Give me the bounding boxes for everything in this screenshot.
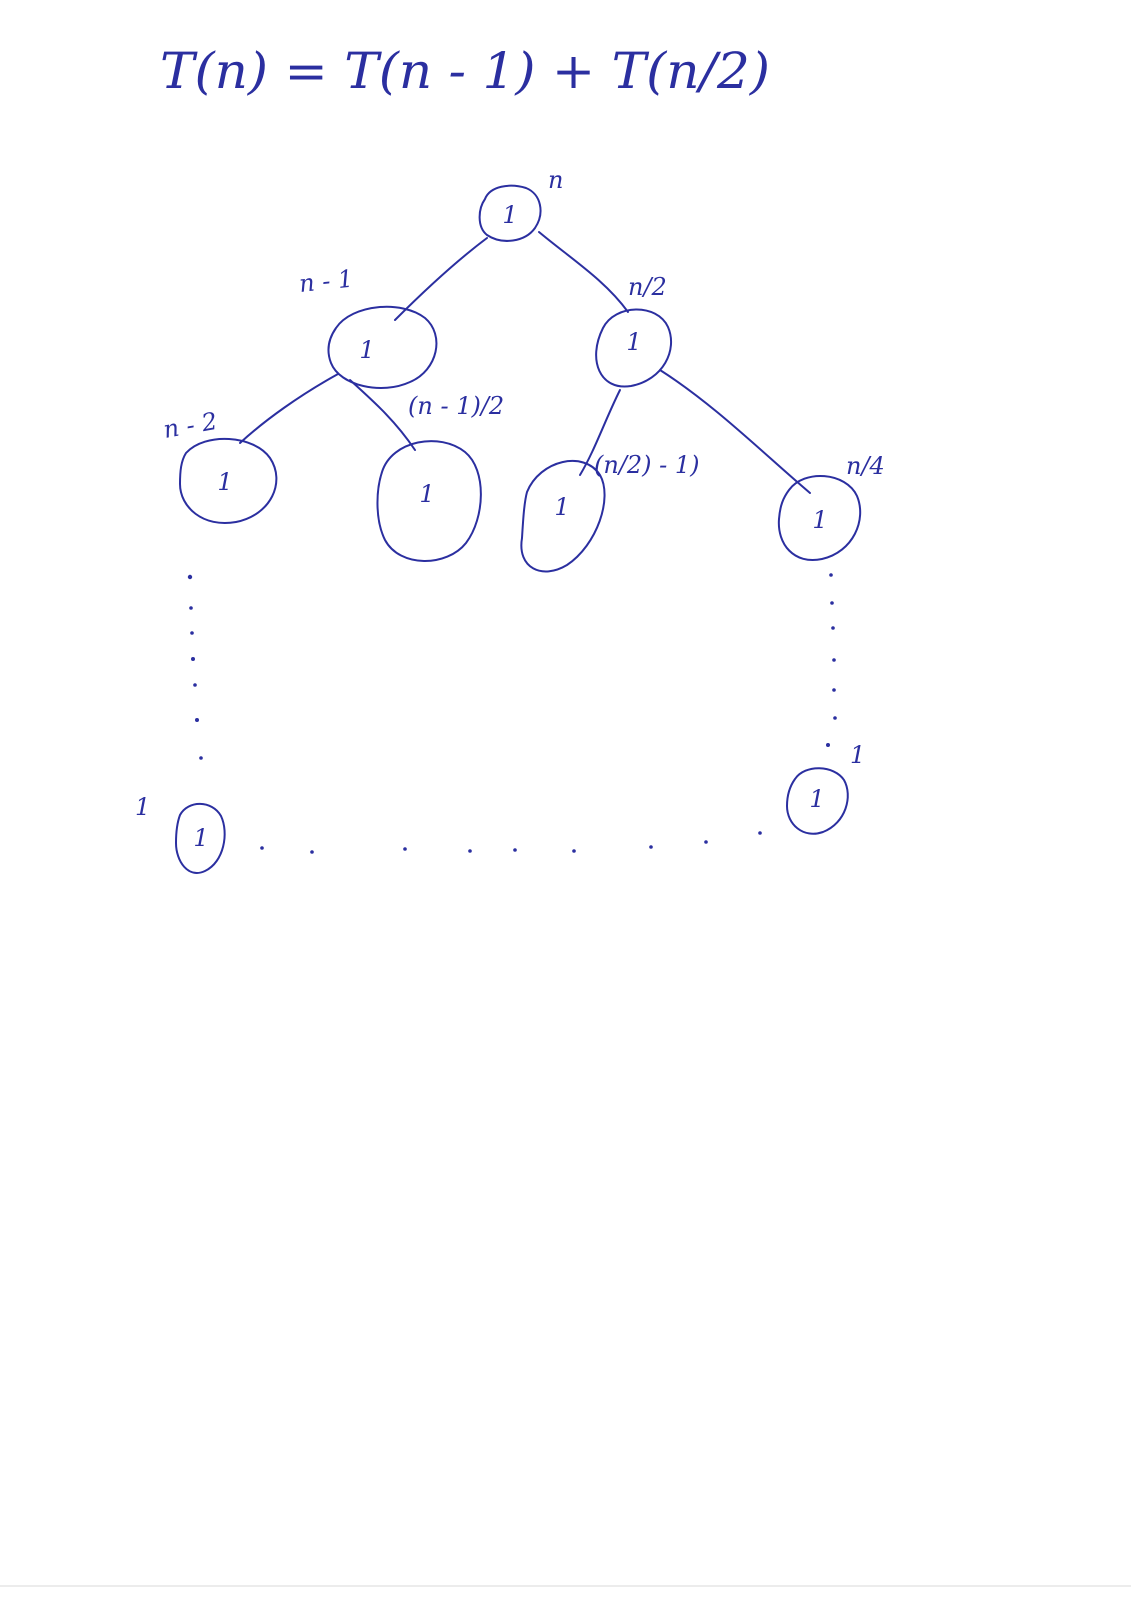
label-root: n — [548, 166, 563, 194]
svg-text:1: 1 — [554, 493, 569, 521]
dotted-left-column — [187, 574, 203, 760]
edge-right-right-right — [659, 369, 811, 494]
node-bottom-right: 1 — [786, 767, 849, 835]
label-left: n - 1 — [298, 264, 355, 298]
recurrence-formula: T(n) = T(n - 1) + T(n/2) — [160, 42, 770, 100]
edge-right-right-left — [579, 389, 621, 476]
svg-text:1: 1 — [419, 480, 434, 508]
dotted-right-column — [826, 573, 837, 747]
node-left-left: 1 — [179, 437, 278, 525]
svg-text:1: 1 — [812, 506, 827, 534]
svg-text:1: 1 — [359, 336, 374, 364]
node-left-right: 1 — [376, 440, 482, 562]
label-bottom-left: 1 — [135, 793, 150, 821]
node-right-left: 1 — [520, 459, 606, 573]
node-bottom-left: 1 — [175, 802, 226, 874]
label-right-right: n/4 — [846, 452, 885, 480]
svg-text:1: 1 — [626, 328, 641, 356]
node-root: 1 — [478, 184, 542, 242]
svg-text:1: 1 — [193, 824, 208, 852]
edge-left-left-right — [349, 379, 416, 451]
label-right: n/2 — [628, 273, 667, 301]
label-left-left: n - 2 — [161, 407, 219, 444]
edge-root-left — [394, 237, 488, 321]
label-right-left: (n/2) - 1) — [594, 451, 700, 479]
label-left-right: (n - 1)/2 — [408, 392, 504, 420]
svg-text:1: 1 — [809, 785, 824, 813]
svg-text:1: 1 — [502, 201, 517, 229]
node-left: 1 — [327, 305, 438, 389]
node-right-right: 1 — [777, 475, 862, 562]
svg-text:1: 1 — [217, 468, 232, 496]
dotted-bottom-row — [260, 831, 762, 854]
node-right: 1 — [595, 308, 673, 388]
label-bottom-right: 1 — [850, 741, 865, 769]
edge-left-left-left — [239, 373, 339, 444]
edge-root-right — [538, 231, 629, 313]
